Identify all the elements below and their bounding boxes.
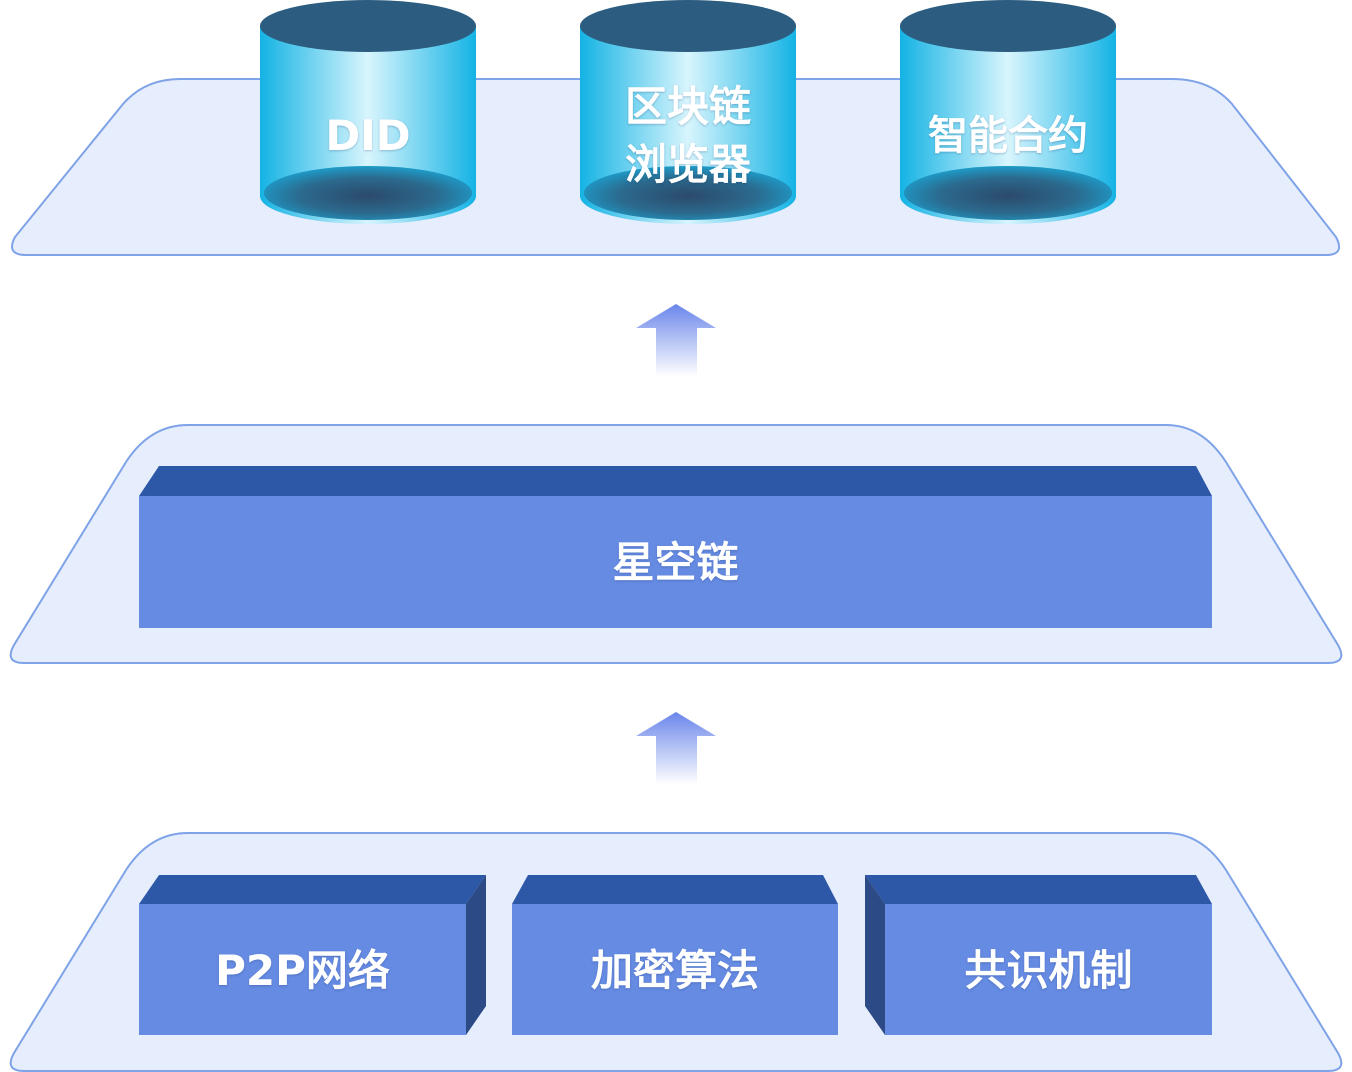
box-encryption-algorithm [512, 875, 838, 1035]
cylinder-did [260, 0, 476, 224]
box-label-xingkong-chain: 星空链 [612, 538, 739, 587]
arrow-up-icon [636, 712, 716, 784]
box-consensus-mechanism [865, 875, 1212, 1035]
arrow-up-icon [636, 304, 716, 376]
cylinder-label-did: DID [325, 111, 411, 160]
box-xingkong-chain [139, 466, 1212, 628]
box-label-p2p-network: P2P网络 [215, 946, 390, 995]
box-label-encryption-algorithm: 加密算法 [590, 946, 759, 995]
box-p2p-network [139, 875, 486, 1035]
cylinder-blockchain-explorer [580, 0, 796, 224]
cylinder-label-smart-contract: 智能合约 [928, 113, 1088, 159]
box-label-consensus-mechanism: 共识机制 [964, 946, 1133, 995]
cylinder-smart-contract [900, 0, 1116, 224]
cylinder-label-blockchain-explorer: 区块链 浏览器 [624, 82, 751, 189]
